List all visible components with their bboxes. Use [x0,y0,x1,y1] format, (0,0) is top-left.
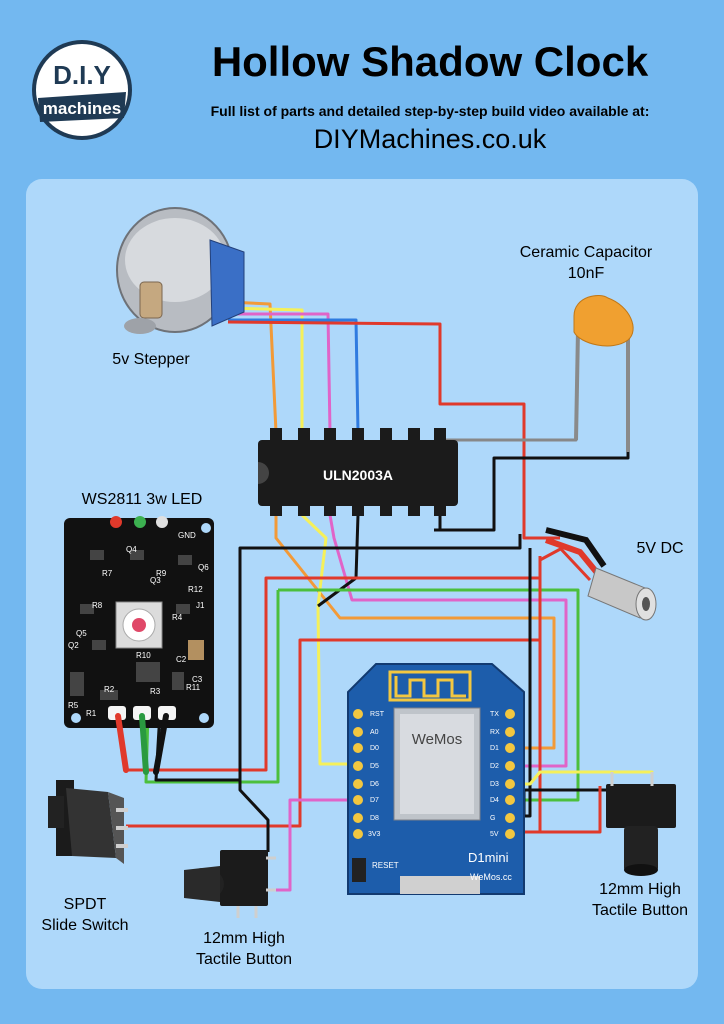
button-left-line2: Tactile Button [195,951,293,968]
capacitor-name: Ceramic Capacitor [519,244,653,261]
wire-black-button-left [238,780,270,852]
led-label-r5: R5 [68,701,79,710]
capacitor-label: Ceramic Capacitor 10nF [516,242,656,284]
logo-bottom-text: machines [43,99,121,118]
pin-3v3: 3V3 [368,831,381,838]
led-label-r3: R3 [150,687,161,696]
pin-d3: D3 [490,781,499,788]
wire-cap-left [440,329,580,442]
wire-stepper-pink [228,312,332,433]
led-label-c2: C2 [176,655,187,664]
led-wire-black [153,713,169,775]
button-left-label: 12mm High Tactile Button [182,928,306,970]
led-label-r2: R2 [104,685,115,694]
wire-uln-orange [274,515,556,750]
chip-brand-text: WeMos [412,731,463,748]
wire-cap-right [434,332,630,532]
led-label-gnd: GND [178,531,196,540]
wire-stepper-yellow [227,306,304,432]
led-label-r8: R8 [92,601,103,610]
board-reset-label: RESET [372,861,399,870]
website-link[interactable]: DIYMachines.co.uk [313,124,547,154]
led-board-icon: Q4 Q3 R7 R9 R8 Q5 Q2 R12 J1 R4 R10 R3 R2… [64,516,214,728]
slide-switch-icon [48,780,128,864]
uln2003a-label: ULN2003A [323,467,393,483]
switch-label-line1: SPDT [63,896,107,913]
wire-pink-d7 [266,798,356,892]
pin-tx: TX [490,711,499,718]
d1-mini-board: WeMos RST A0 D0 D5 D6 D7 D8 3V3 TX RX D1… [347,663,525,895]
led-label-q2: Q2 [68,641,79,650]
pin-5v: 5V [490,831,499,838]
pin-d1: D1 [490,745,499,752]
tactile-button-right-icon [606,772,676,876]
dc-jack-label: 5V DC [636,540,684,557]
led-label-r11: R11 [186,683,201,692]
wire-stepper-blue [228,318,360,433]
led-label-q6: Q6 [198,563,209,572]
stepper-label: 5v Stepper [112,351,190,368]
button-right-line2: Tactile Button [591,902,689,919]
led-label-q3: Q3 [150,576,161,585]
dc-jack-icon [545,527,657,621]
led-label-r12: R12 [188,585,203,594]
wire-stepper-red [227,320,560,540]
led-label-r9: R9 [156,569,167,578]
pin-a0: A0 [370,729,379,736]
led-wire-green [139,713,149,775]
led-label-q4: Q4 [126,545,137,554]
button-right-label: 12mm High Tactile Button [578,879,702,921]
logo-top-text: D.I.Y [53,60,111,90]
led-label-q5: Q5 [76,629,87,638]
uln2003a-chip [258,428,458,516]
pin-d4: D4 [490,797,499,804]
pin-d0: D0 [370,745,379,752]
pin-d5: D5 [370,763,379,770]
page-subtitle: Full list of parts and detailed step-by-… [210,103,650,119]
switch-label-line2: Slide Switch [41,917,129,934]
led-label-r10: R10 [136,651,151,660]
capacitor-icon [573,294,634,452]
wire-green-d4 [278,588,580,802]
pin-rst: RST [370,711,385,718]
pin-g: G [490,815,495,822]
wire-red-right-button [520,786,602,834]
led-label-r4: R4 [172,613,183,622]
wire-uln-pink [328,514,568,768]
button-left-line1: 12mm High [203,930,285,947]
switch-label: SPDT Slide Switch [30,894,140,936]
pin-d2: D2 [490,763,499,770]
led-label-c3: C3 [192,675,203,684]
led-wire-red [115,713,129,773]
wire-red-switch [126,638,540,828]
led-label: WS2811 3w LED [81,491,203,508]
capacitor-value: 10nF [567,265,605,282]
page-title: Hollow Shadow Clock [211,38,649,85]
tactile-button-left-icon [184,850,276,918]
pin-d8: D8 [370,815,379,822]
logo: D.I.Y machines [30,38,134,142]
pin-d7: D7 [370,797,379,804]
button-right-line1: 12mm High [599,881,681,898]
board-name-label: D1mini [468,850,509,865]
stepper-motor-icon [116,207,245,334]
pin-d6: D6 [370,781,379,788]
led-label-r7: R7 [102,569,113,578]
pin-rx: RX [490,729,500,736]
board-brand-label: WeMos.cc [470,872,512,882]
led-label-r1: R1 [86,709,97,718]
led-label-j1: J1 [196,601,205,610]
